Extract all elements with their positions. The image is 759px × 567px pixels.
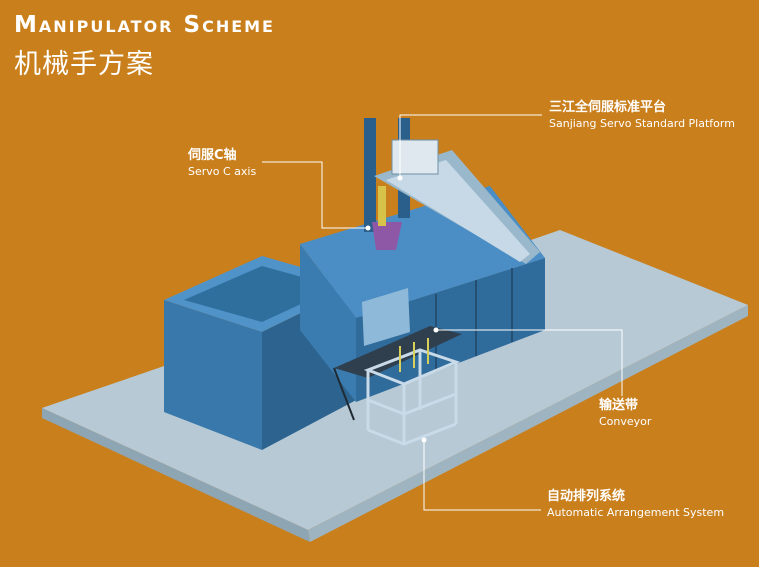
label-servo-c-axis-en: Servo C axis [188,165,257,178]
label-conveyor: 输送带 Conveyor [599,398,651,429]
label-servo-c-axis: 伺服C轴 Servo C axis [188,148,256,179]
base-plate-edge-right [308,305,748,542]
label-servo-c-axis-cn: 伺服C轴 [188,148,237,163]
arrangement-frame [363,348,461,446]
label-servo-platform-cn: 三江全伺服标准平台 [549,100,667,115]
label-servo-platform: 三江全伺服标准平台 Sanjiang Servo Standard Platfo… [549,100,735,131]
callout-line-platform [399,114,542,178]
callout-lines [262,114,623,511]
title-chinese: 机械手方案 [14,49,154,80]
label-conveyor-cn: 输送带 [599,398,639,413]
hopper-front [164,300,262,450]
machine-side [300,244,356,402]
manipulator-column [364,118,376,232]
title-english: Manipulator Scheme [14,12,275,38]
servo-c-axis-head [372,222,402,250]
label-conveyor-en: Conveyor [599,415,652,428]
conveyor-belt [334,326,462,378]
label-arrangement-system-en: Automatic Arrangement System [547,506,725,519]
label-arrangement-system-cn: 自动排列系统 [547,489,626,504]
hopper-inner [184,266,338,322]
callout-line-arrangement [423,440,541,511]
callout-line-c-axis [262,161,368,229]
control-panel [362,288,410,346]
base-plate-edge-front [42,408,310,542]
callout-line-conveyor [436,329,623,396]
label-arrangement-system: 自动排列系统 Automatic Arrangement System [547,489,724,520]
label-servo-platform-en: Sanjiang Servo Standard Platform [549,117,735,130]
